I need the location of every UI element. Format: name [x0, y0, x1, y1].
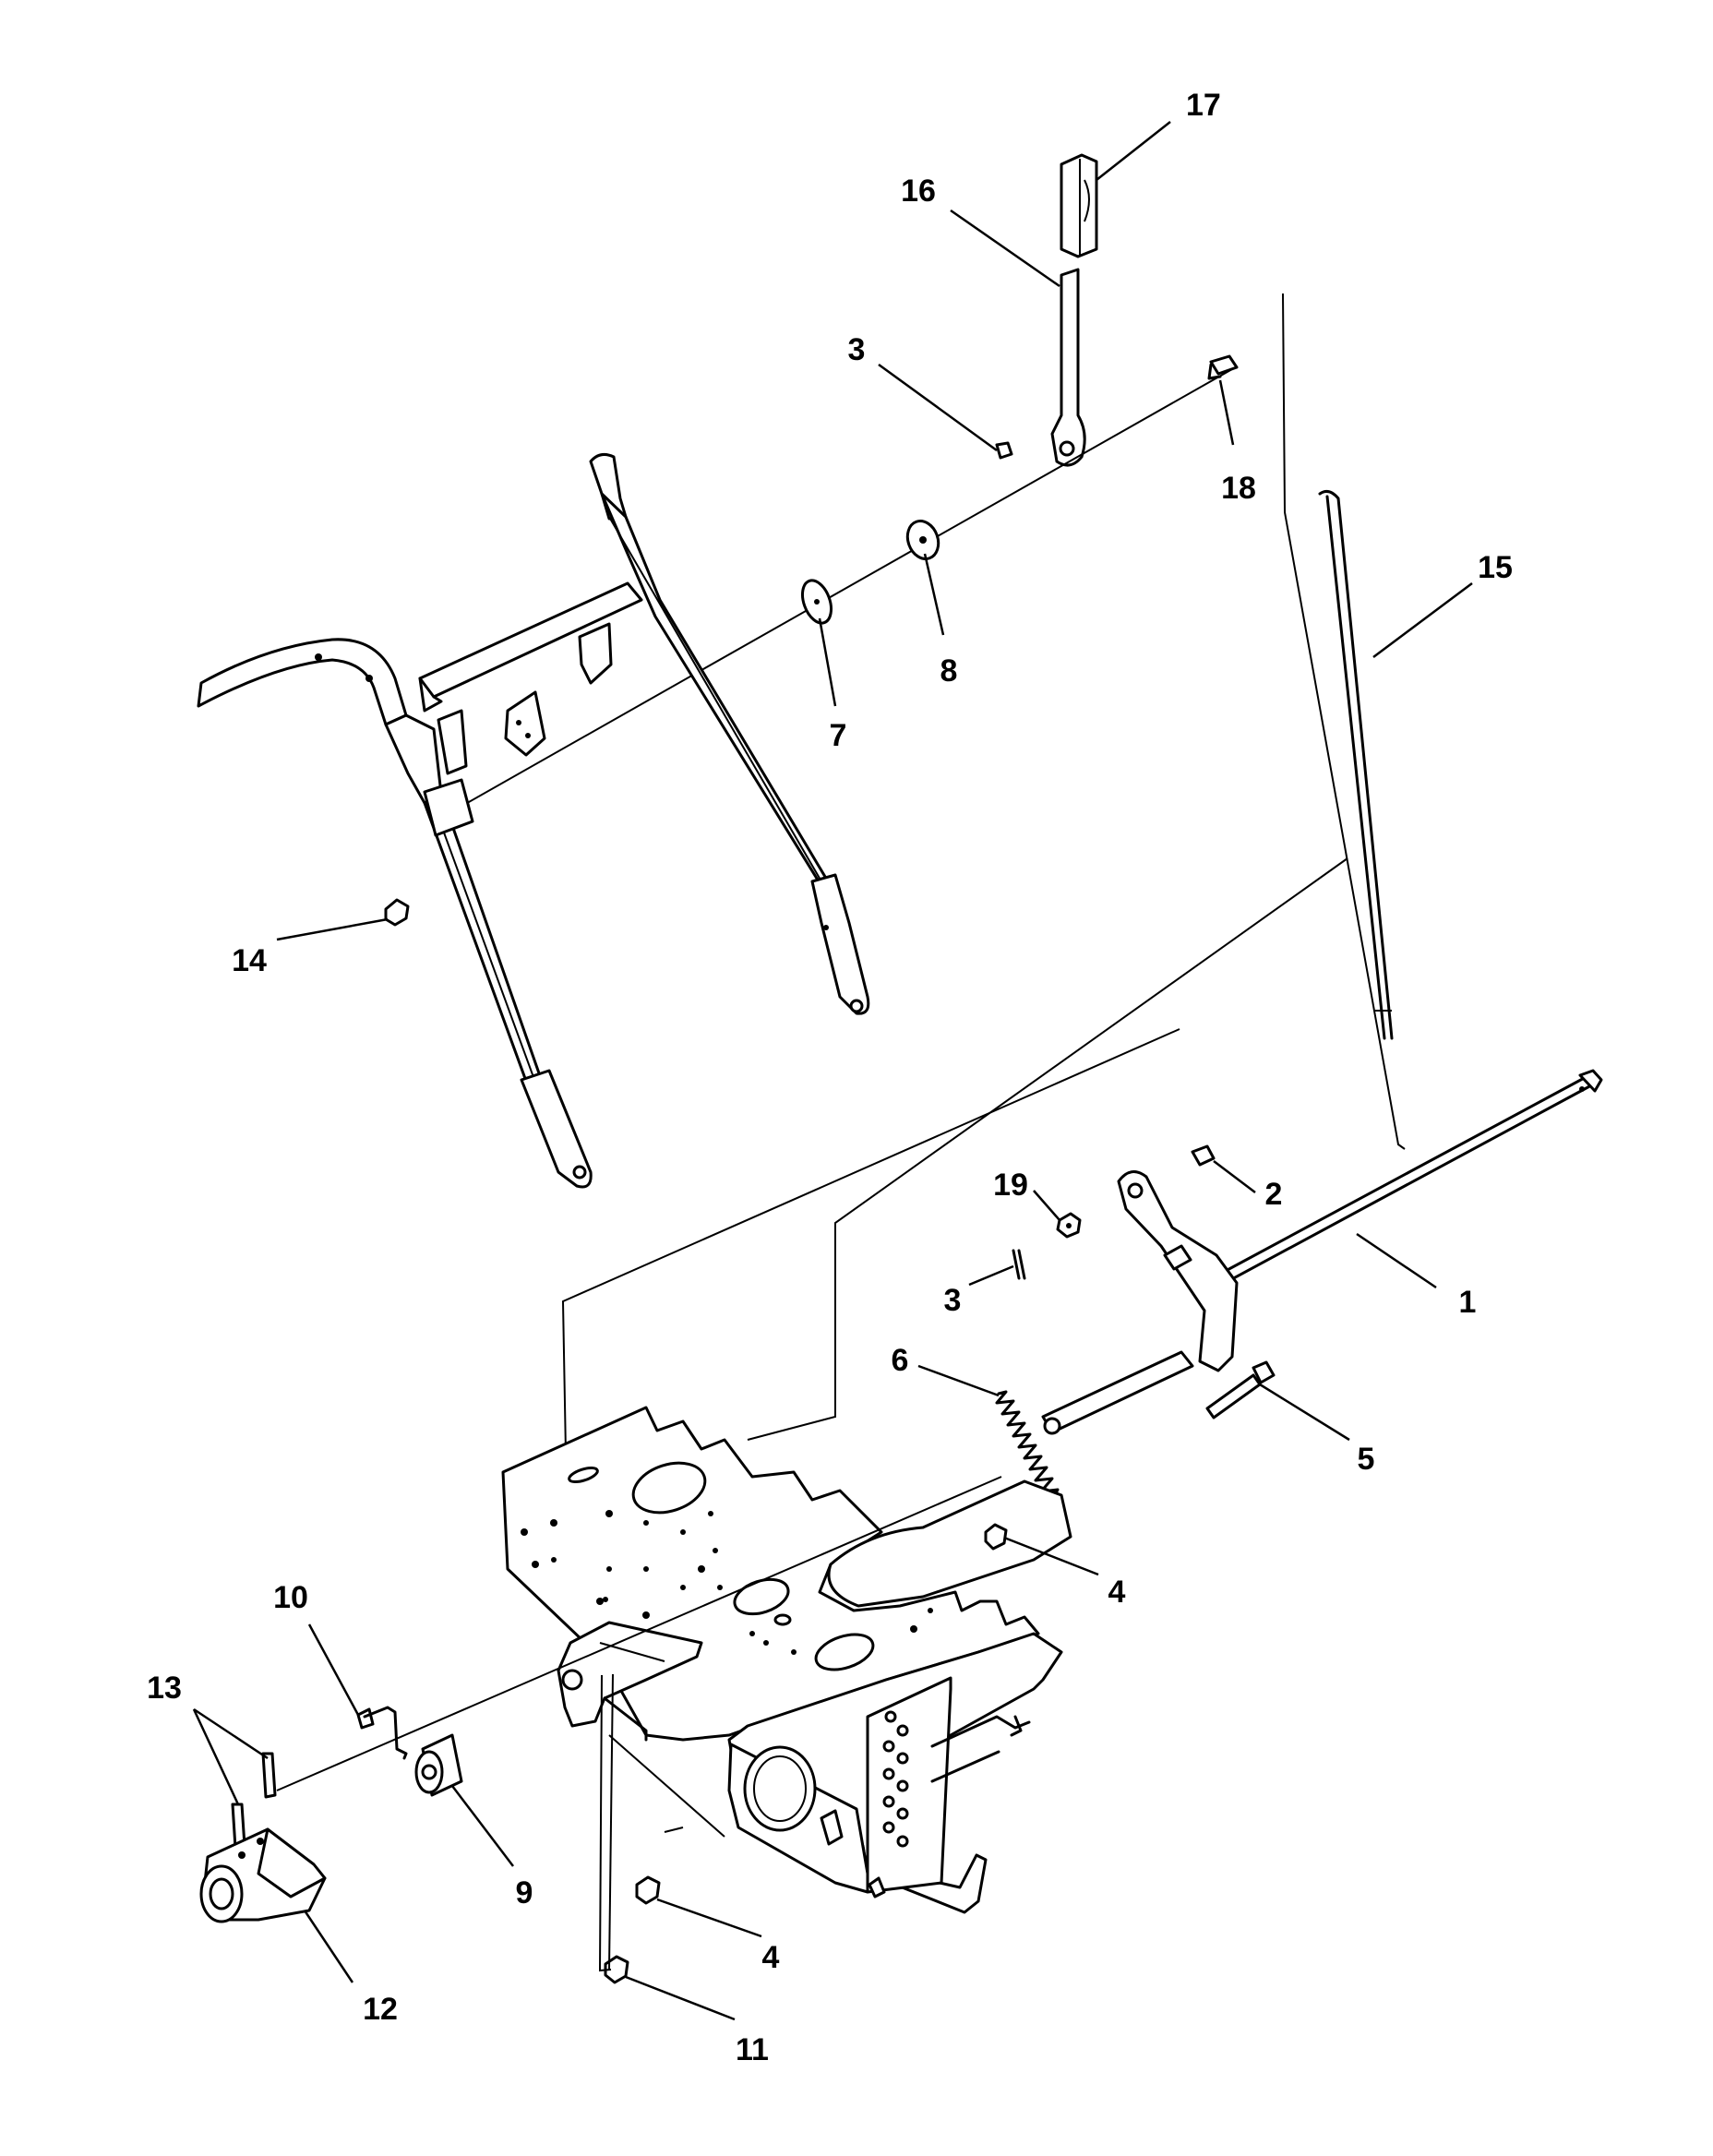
callout-13: 13 [147, 1671, 182, 1706]
callout-3-lower: 3 [944, 1283, 962, 1318]
front-bracket-part [557, 1621, 703, 1742]
callout-10: 10 [273, 1580, 308, 1615]
upper-handle-part [197, 452, 870, 1189]
callout-11: 11 [736, 2032, 769, 2067]
callout-7: 7 [830, 718, 847, 753]
callout-8: 8 [940, 653, 958, 689]
callout-15: 15 [1478, 550, 1513, 585]
pedal-hub-part [199, 1827, 327, 1923]
callout-9: 9 [516, 1875, 533, 1910]
bushing-part [414, 1733, 463, 1797]
upper-axis-line [440, 368, 1233, 819]
nut-4-lower-part [635, 1875, 661, 1905]
callout-labels: 17 16 3 18 15 8 7 14 19 2 3 1 6 5 4 10 1… [147, 88, 1513, 2067]
callout-5: 5 [1358, 1442, 1375, 1477]
screw-10-part [356, 1706, 408, 1760]
pin-3-lower-part [1012, 1249, 1026, 1280]
nut-11-part [598, 1673, 629, 1984]
callout-2: 2 [1265, 1177, 1283, 1212]
leader-lines [192, 121, 1473, 2021]
star-washer-part [905, 520, 940, 560]
callout-4-upper: 4 [1108, 1575, 1126, 1610]
callout-19: 19 [993, 1168, 1028, 1203]
callout-14: 14 [232, 943, 267, 978]
lower-axis-line-b [608, 1734, 725, 1838]
callout-3-upper: 3 [848, 332, 866, 367]
pin-3-upper-part [995, 441, 1013, 460]
control-lever-part [1050, 268, 1086, 467]
flat-washer-part [800, 579, 833, 625]
nut-4-upper-part [984, 1523, 1008, 1551]
control-rod-part [1318, 489, 1394, 1040]
callout-6: 6 [892, 1343, 909, 1378]
callout-16: 16 [901, 174, 936, 209]
callout-1: 1 [1459, 1285, 1477, 1320]
reference-outline-middle [747, 857, 1348, 1441]
bolt-2-part [1191, 1144, 1216, 1167]
grip-part [1060, 153, 1098, 258]
pivot-arm-part [1117, 1170, 1239, 1372]
callout-17: 17 [1186, 88, 1221, 123]
nut-19-part [1056, 1212, 1082, 1239]
callout-12: 12 [363, 1992, 398, 2027]
reference-outline-upper [1282, 293, 1406, 1150]
lower-shaft-part [1198, 1069, 1603, 1296]
callout-4-lower: 4 [762, 1940, 780, 1975]
lower-axis-line-c [664, 1827, 684, 1833]
spring-anchor-bar-part [1041, 1350, 1194, 1435]
callout-18: 18 [1221, 471, 1256, 506]
nut-14-part [384, 898, 410, 927]
